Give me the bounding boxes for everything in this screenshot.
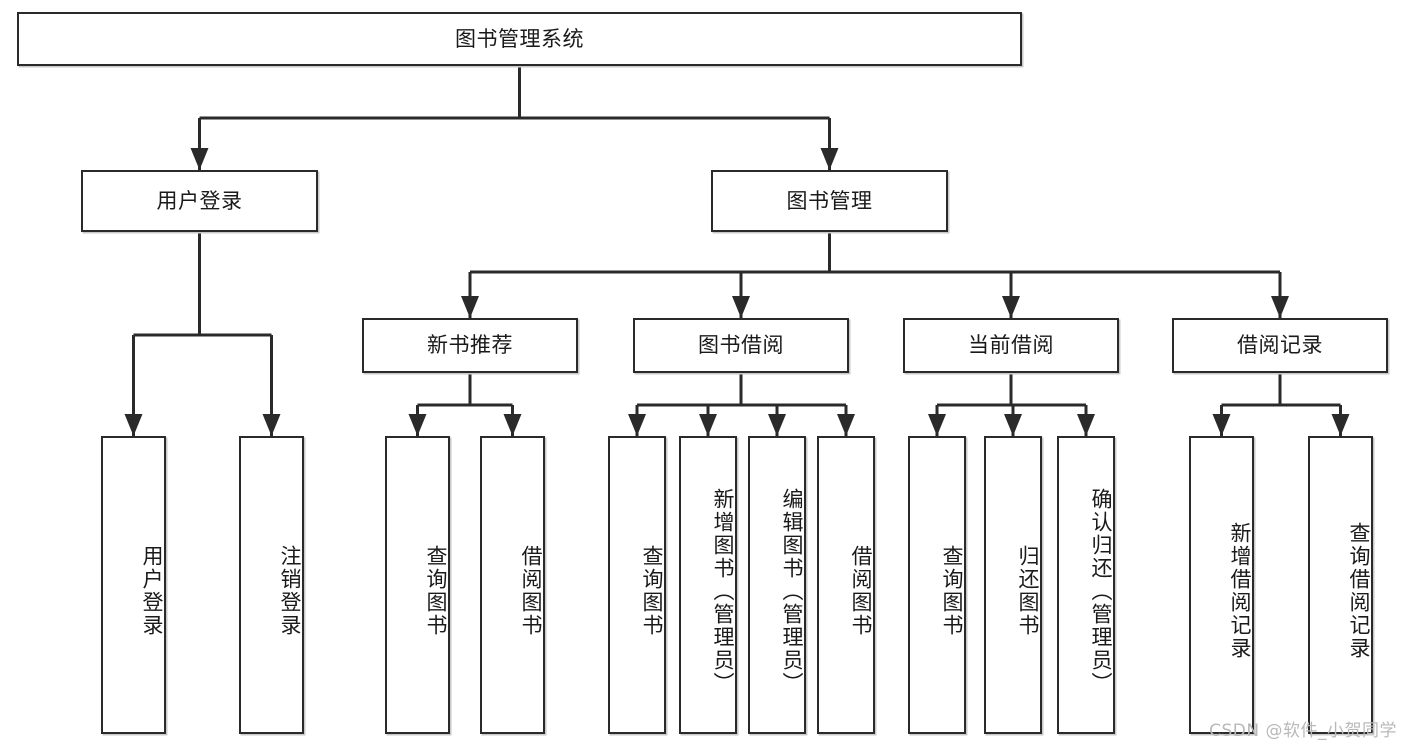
- node-label: 借阅图书: [849, 545, 873, 637]
- arrowhead-icon: [928, 414, 946, 436]
- arrowhead-icon: [190, 148, 209, 170]
- node-borrow[interactable]: 图书借阅: [633, 318, 849, 373]
- node-current[interactable]: 当前借阅: [903, 318, 1119, 373]
- arrowhead-icon: [732, 296, 750, 318]
- arrowhead-icon: [837, 414, 855, 436]
- node-label: 图书借阅: [698, 333, 784, 358]
- node-leaf-6[interactable]: 新增图书（管理员）: [679, 436, 737, 734]
- arrowhead-icon: [1212, 414, 1231, 436]
- arrowhead-icon: [408, 414, 427, 436]
- node-label: 查询借阅记录: [1347, 522, 1371, 660]
- arrowhead-icon: [699, 414, 717, 436]
- arrowhead-icon: [1077, 414, 1095, 436]
- node-label: 借阅图书: [519, 545, 543, 637]
- node-login[interactable]: 用户登录: [81, 170, 318, 232]
- csdn-watermark: CSDN @软件_小贺同学: [1209, 721, 1397, 741]
- node-label: 借阅记录: [1237, 333, 1323, 358]
- node-label: 查询图书: [424, 545, 448, 637]
- arrowhead-icon: [820, 148, 839, 170]
- node-leaf-1[interactable]: 用户登录: [101, 436, 166, 734]
- node-leaf-13[interactable]: 查询借阅记录: [1308, 436, 1373, 734]
- arrowhead-icon: [461, 296, 479, 318]
- arrowhead-icon: [1002, 296, 1020, 318]
- node-root[interactable]: 图书管理系统: [17, 12, 1022, 66]
- arrowhead-icon: [262, 414, 281, 436]
- node-records[interactable]: 借阅记录: [1172, 318, 1388, 373]
- node-label: 用户登录: [140, 545, 164, 637]
- arrowhead-icon: [768, 414, 786, 436]
- node-label: 图书管理: [786, 188, 873, 213]
- node-leaf-9[interactable]: 查询图书: [908, 436, 966, 734]
- node-leaf-3[interactable]: 查询图书: [385, 436, 450, 734]
- node-leaf-10[interactable]: 归还图书: [984, 436, 1042, 734]
- node-label: 当前借阅: [968, 333, 1054, 358]
- node-label: 查询图书: [640, 545, 664, 637]
- node-label: 图书管理系统: [455, 26, 584, 51]
- arrowhead-icon: [1331, 414, 1350, 436]
- node-label: 注销登录: [278, 545, 302, 637]
- arrowhead-icon: [1004, 414, 1022, 436]
- node-label: 确认归还（管理员）: [1089, 487, 1113, 695]
- node-label: 编辑图书（管理员）: [780, 487, 804, 695]
- node-leaf-7[interactable]: 编辑图书（管理员）: [748, 436, 806, 734]
- node-leaf-4[interactable]: 借阅图书: [480, 436, 545, 734]
- node-label: 用户登录: [156, 188, 243, 213]
- node-label: 新增图书（管理员）: [711, 487, 735, 695]
- node-leaf-11[interactable]: 确认归还（管理员）: [1057, 436, 1115, 734]
- arrowhead-icon: [1271, 296, 1289, 318]
- node-label: 查询图书: [940, 545, 964, 637]
- node-leaf-12[interactable]: 新增借阅记录: [1189, 436, 1254, 734]
- node-label: 新书推荐: [427, 333, 513, 358]
- arrowhead-icon: [628, 414, 646, 436]
- arrowhead-icon: [503, 414, 522, 436]
- node-leaf-8[interactable]: 借阅图书: [817, 436, 875, 734]
- node-leaf-5[interactable]: 查询图书: [608, 436, 666, 734]
- node-bookmgmt[interactable]: 图书管理: [711, 170, 948, 232]
- node-newbook[interactable]: 新书推荐: [362, 318, 578, 373]
- node-label: 新增借阅记录: [1228, 522, 1252, 660]
- node-label: 归还图书: [1016, 545, 1040, 637]
- node-leaf-2[interactable]: 注销登录: [239, 436, 304, 734]
- arrowhead-icon: [124, 414, 143, 436]
